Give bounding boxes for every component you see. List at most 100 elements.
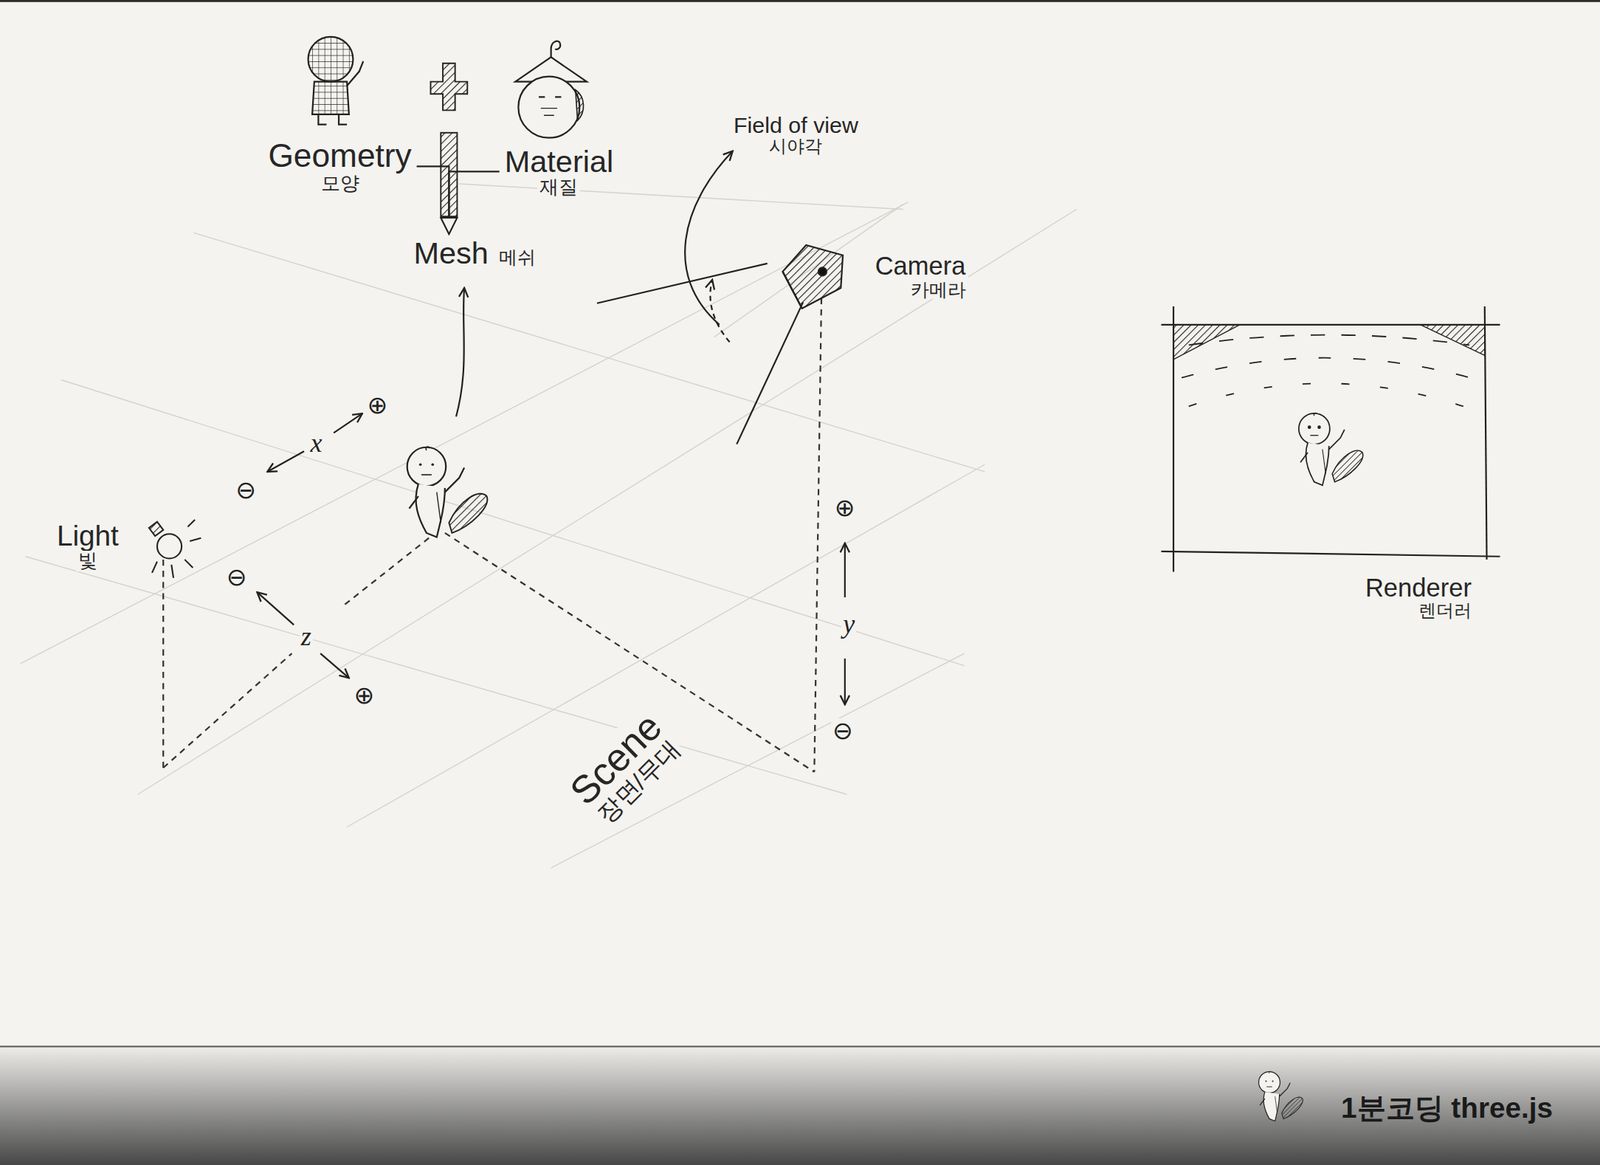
camera-figure [684,151,733,325]
pencil-grid [194,232,986,472]
pencil-grid [61,379,965,665]
camera-figure [736,301,803,444]
material-figure [515,41,587,139]
material-figure [518,76,580,139]
dashed-guides [163,298,822,772]
geometry-figure [308,36,354,82]
light-label: Light빛 [54,521,122,572]
axis-plus: ⊕ [366,392,390,417]
axis-arrows [256,591,294,625]
camera-figure [597,263,768,304]
node-subtitle: 렌더러 [1416,601,1474,620]
pencil-grid [551,653,965,868]
axis-arrows [844,543,846,598]
node-title: Field of view [731,113,861,138]
node-subtitle: 재질 [537,177,581,198]
axis-arrows [256,413,845,705]
axis-arrows [844,658,846,705]
node-subtitle: 시야각 [766,137,825,156]
node-title: Material [502,145,617,178]
node-subtitle: 카메라 [908,279,969,299]
camera-figure [818,267,827,276]
dashed-guides [814,298,822,772]
axis-name: x [309,430,324,457]
node-title: Geometry [265,138,414,173]
node-subtitle: 빛 [76,550,100,572]
plus-symbol [430,63,468,111]
renderer-screen [1173,324,1240,360]
mesh-figure [456,287,465,417]
renderer-screen [1420,324,1485,355]
axis-minus: ⊖ [225,564,249,589]
material-figure [540,108,558,116]
node-title: Renderer [1363,574,1474,601]
axis-arrows [333,413,363,433]
dashed-guides [163,653,292,768]
geometry-figure [312,81,350,115]
renderer-screen [1188,383,1470,409]
axis-name: y [841,611,857,638]
node-title: Mesh [411,236,491,270]
geometry-figure [346,61,364,86]
axis-minus: ⊖ [830,718,855,743]
material-label: Material재질 [502,145,617,198]
merge-arrow [416,166,450,234]
bottom-bar [0,1047,1600,1165]
light-bulb [149,519,202,578]
node-subtitle: 모양 [318,173,362,195]
geometry-label: Geometry모양 [265,138,414,194]
camera-figure [597,151,843,445]
mesh-figure [407,287,488,537]
material-figure [538,95,561,98]
node-title: Camera [873,252,969,279]
node-subtitle: 메쉬 [496,247,539,267]
renderer-screen [1160,306,1500,572]
light-bulb [184,559,193,568]
renderer-screen [1160,551,1500,557]
axis-plus: ⊕ [352,682,377,708]
light-bulb [157,533,182,558]
pencil-grid [20,202,909,664]
axis-plus: ⊕ [833,495,857,520]
light-bulb [189,538,201,541]
bottom-bar [0,1046,1600,1165]
light-bulb [152,561,158,573]
top-border [0,0,1600,3]
camera-figure [709,279,730,342]
plus-symbol [430,63,468,111]
geometry-figure [318,114,347,125]
geometry-figure [308,36,364,125]
renderer-screen [1181,357,1478,381]
material-figure [575,90,584,121]
axis-arrows [267,450,305,472]
camera-figure [782,245,843,309]
light-bulb [149,521,164,536]
fov-label: Field of view시야각 [731,113,861,156]
watermark: 1분코딩 three.js [1339,1093,1555,1123]
pencil-grid [138,209,1077,795]
pencil-grid [25,556,848,795]
renderer-screen [1188,335,1470,346]
axis-name: z [299,623,313,651]
axis-minus: ⊖ [233,477,258,502]
camera-label: Camera카메라 [873,252,969,299]
rendered-character [1298,412,1364,485]
camera-figure [782,271,802,309]
light-bulb [171,564,174,578]
dashed-guides [344,535,433,605]
axis-arrows [320,653,350,678]
renderer-label: Renderer렌더러 [1363,574,1474,620]
scene-label: Scene장면/무대 [560,703,689,831]
pencil-grid [20,183,1077,868]
material-figure [551,41,561,58]
dashed-guides [162,559,164,768]
pencil-grid [459,183,903,210]
merge-arrow [448,171,499,234]
mesh-label: Mesh메쉬 [411,236,538,270]
bottom-bar [0,1045,1600,1048]
light-bulb [187,519,195,527]
mesh-character [407,446,488,537]
watermark-icon [1259,1070,1304,1121]
node-title: Light [54,521,122,552]
